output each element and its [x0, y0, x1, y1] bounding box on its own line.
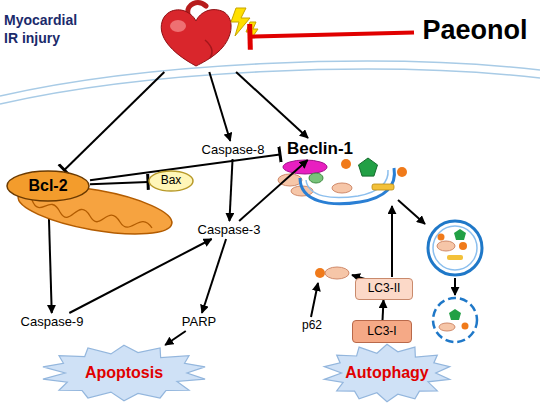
- inhibition-line: [250, 33, 414, 37]
- cargo-pentagon: [454, 229, 466, 240]
- membrane-line: [0, 69, 540, 104]
- mitochondrion: [15, 177, 176, 243]
- node-text: Paeonol: [422, 15, 527, 46]
- ellipse-outline: [149, 171, 193, 191]
- p62-dot: [315, 268, 325, 278]
- heart-illustration: [161, 10, 231, 66]
- cargo-blob: [439, 323, 455, 331]
- protein-label: Beclin-1: [280, 138, 360, 160]
- cargo-dot: [341, 159, 351, 169]
- autophagosome: [433, 226, 477, 270]
- node-text: Beclin-1: [287, 139, 353, 159]
- process-arrow: [311, 283, 318, 317]
- cargo-blob: [437, 241, 455, 251]
- heart-vessel: [205, 40, 212, 58]
- protein-blob: [309, 173, 323, 183]
- protein-label: p62: [298, 318, 326, 334]
- phagophore-membrane: [300, 168, 394, 204]
- activation-arrow: [239, 160, 308, 221]
- cargo-rod: [447, 255, 463, 260]
- cargo-dot: [397, 167, 407, 177]
- protein-label: Caspase-9: [16, 313, 88, 331]
- node-text: Autophagy: [345, 364, 429, 382]
- cargo-rod: [372, 184, 394, 190]
- protein-label: Caspase-8: [200, 141, 266, 159]
- injury-node: Myocardial IR injury: [148, 4, 250, 72]
- lc3-on-membrane: [332, 183, 352, 193]
- cargo-pentagon: [359, 158, 378, 176]
- process-arrow: [391, 206, 393, 277]
- node-text: Myocardial IR injury: [4, 12, 86, 47]
- node-text: PARP: [182, 315, 216, 330]
- activation-arrow: [236, 72, 308, 138]
- membrane-line: [0, 61, 540, 96]
- inhibition-line: [90, 182, 148, 184]
- cargo-dot: [462, 323, 469, 330]
- protein-ellipse: Bcl-2: [6, 170, 90, 202]
- process-arrow: [398, 200, 425, 224]
- cargo-pentagon: [449, 309, 461, 320]
- node-text: Bax: [161, 174, 182, 188]
- cargo-dot: [438, 234, 445, 241]
- activation-arrow: [209, 72, 230, 141]
- autolysosome: [433, 298, 477, 342]
- outcome-burst: Autophagy: [322, 344, 452, 402]
- process-arrow: [454, 278, 456, 295]
- activation-arrow: [165, 331, 186, 345]
- drug-label: Paeonol: [414, 12, 536, 50]
- node-text: LC3-II: [368, 282, 401, 296]
- starburst-outline: [324, 344, 449, 401]
- ellipse-outline: [7, 171, 89, 201]
- node-text: LC3-I: [367, 325, 396, 339]
- mitochondrion-cristae: [32, 200, 152, 228]
- autophagosome: [428, 221, 482, 275]
- inhibition-line: [64, 72, 164, 170]
- protein-label: PARP: [180, 313, 218, 331]
- lc3-blob: [325, 267, 349, 279]
- activation-arrow: [229, 159, 232, 221]
- protein-label: Caspase-3: [196, 221, 262, 239]
- protein-box: LC3-I: [352, 320, 412, 343]
- lightning-bolt: [246, 22, 258, 42]
- outcome-burst: Apoptosis: [40, 345, 208, 401]
- node-text: Caspase-8: [202, 143, 265, 158]
- node-text: p62: [302, 319, 322, 333]
- activation-arrow: [202, 239, 226, 313]
- cargo-dot: [459, 242, 467, 250]
- activation-arrow: [69, 239, 211, 313]
- protein-box: LC3-II: [355, 278, 413, 300]
- node-text: Bcl-2: [28, 177, 67, 195]
- starburst-outline: [43, 345, 205, 400]
- node-text: Apoptosis: [85, 364, 163, 382]
- activation-arrow: [382, 300, 385, 320]
- heart-highlight: [170, 20, 186, 32]
- node-text: Caspase-3: [198, 223, 261, 238]
- node-text: Caspase-9: [21, 315, 84, 330]
- protein-ellipse: Bax: [148, 170, 194, 192]
